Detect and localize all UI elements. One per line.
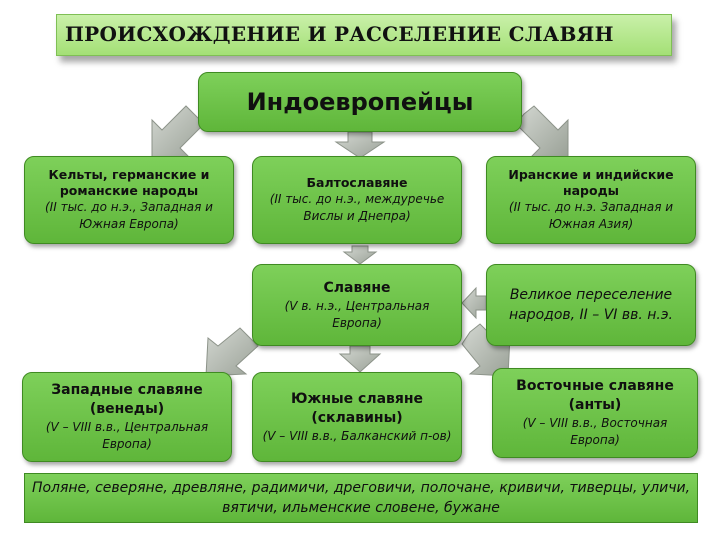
node-slavs-detail: (V в. н.э., Центральная Европа) xyxy=(284,298,430,330)
node-great-migration: Великое переселение народов, II – VI вв.… xyxy=(486,264,696,346)
node-balto-slavs-detail: (II тыс. до н.э., междуречье Вислы и Дне… xyxy=(269,192,445,223)
node-east-slavs: Восточные славяне (анты) (V – VIII в.в.,… xyxy=(492,368,698,458)
node-iranian-indian: Иранские и индийские народы (II тыс. до … xyxy=(486,156,696,244)
arrow-migration-to-slavs xyxy=(461,286,487,320)
node-slavs: Славяне (V в. н.э., Центральная Европа) xyxy=(252,264,462,346)
node-west-slavs-detail: (V – VIII в.в., Центральная Европа) xyxy=(45,420,209,451)
tribes-text: Поляне, северяне, древляне, радимичи, др… xyxy=(31,480,691,516)
node-iranian-label: Иранские и индийские народы xyxy=(508,167,674,198)
node-west-slavs: Западные славяне (венеды) (V – VIII в.в.… xyxy=(22,372,232,462)
arrow-root-to-left xyxy=(151,105,205,159)
arrow-slavs-to-west xyxy=(205,327,259,377)
node-east-slavs-detail: (V – VIII в.в., Восточная Европа) xyxy=(522,416,668,447)
node-indo-europeans: Индоевропейцы xyxy=(198,72,522,132)
node-east-slavs-label: Восточные славяне (анты) xyxy=(516,378,674,413)
node-balto-slavs: Балтославяне (II тыс. до н.э., междуречь… xyxy=(252,156,462,244)
node-celts-detail: (II тыс. до н.э., Западная и Южная Европ… xyxy=(45,200,213,231)
arrow-slavs-to-south xyxy=(338,345,382,373)
node-great-migration-detail: Великое переселение народов, II – VI вв.… xyxy=(508,287,674,323)
arrow-center-to-slavs xyxy=(342,245,378,265)
tribes-list: Поляне, северяне, древляне, радимичи, др… xyxy=(24,473,698,523)
node-indo-europeans-label: Индоевропейцы xyxy=(246,88,474,116)
arrow-root-to-center xyxy=(334,131,386,159)
node-celts-germans-romans: Кельты, германские и романские народы (I… xyxy=(24,156,234,244)
node-iranian-detail: (II тыс. до н.э. Западная и Южная Азия) xyxy=(508,200,674,231)
node-balto-slavs-label: Балтославяне xyxy=(306,175,408,190)
title-banner: ПРОИСХОЖДЕНИЕ И РАССЕЛЕНИЕ СЛАВЯН xyxy=(56,14,672,56)
node-south-slavs: Южные славяне (склавины) (V – VIII в.в.,… xyxy=(252,372,462,462)
page-title: ПРОИСХОЖДЕНИЕ И РАССЕЛЕНИЕ СЛАВЯН xyxy=(65,22,614,46)
node-celts-label: Кельты, германские и романские народы xyxy=(48,167,210,198)
arrow-root-to-right xyxy=(515,105,569,159)
node-south-slavs-label: Южные славяне (склавины) xyxy=(290,390,424,426)
node-west-slavs-label: Западные славяне (венеды) xyxy=(51,382,203,417)
node-slavs-label: Славяне xyxy=(323,279,391,296)
node-south-slavs-detail: (V – VIII в.в., Балканский п-ов) xyxy=(262,428,452,443)
